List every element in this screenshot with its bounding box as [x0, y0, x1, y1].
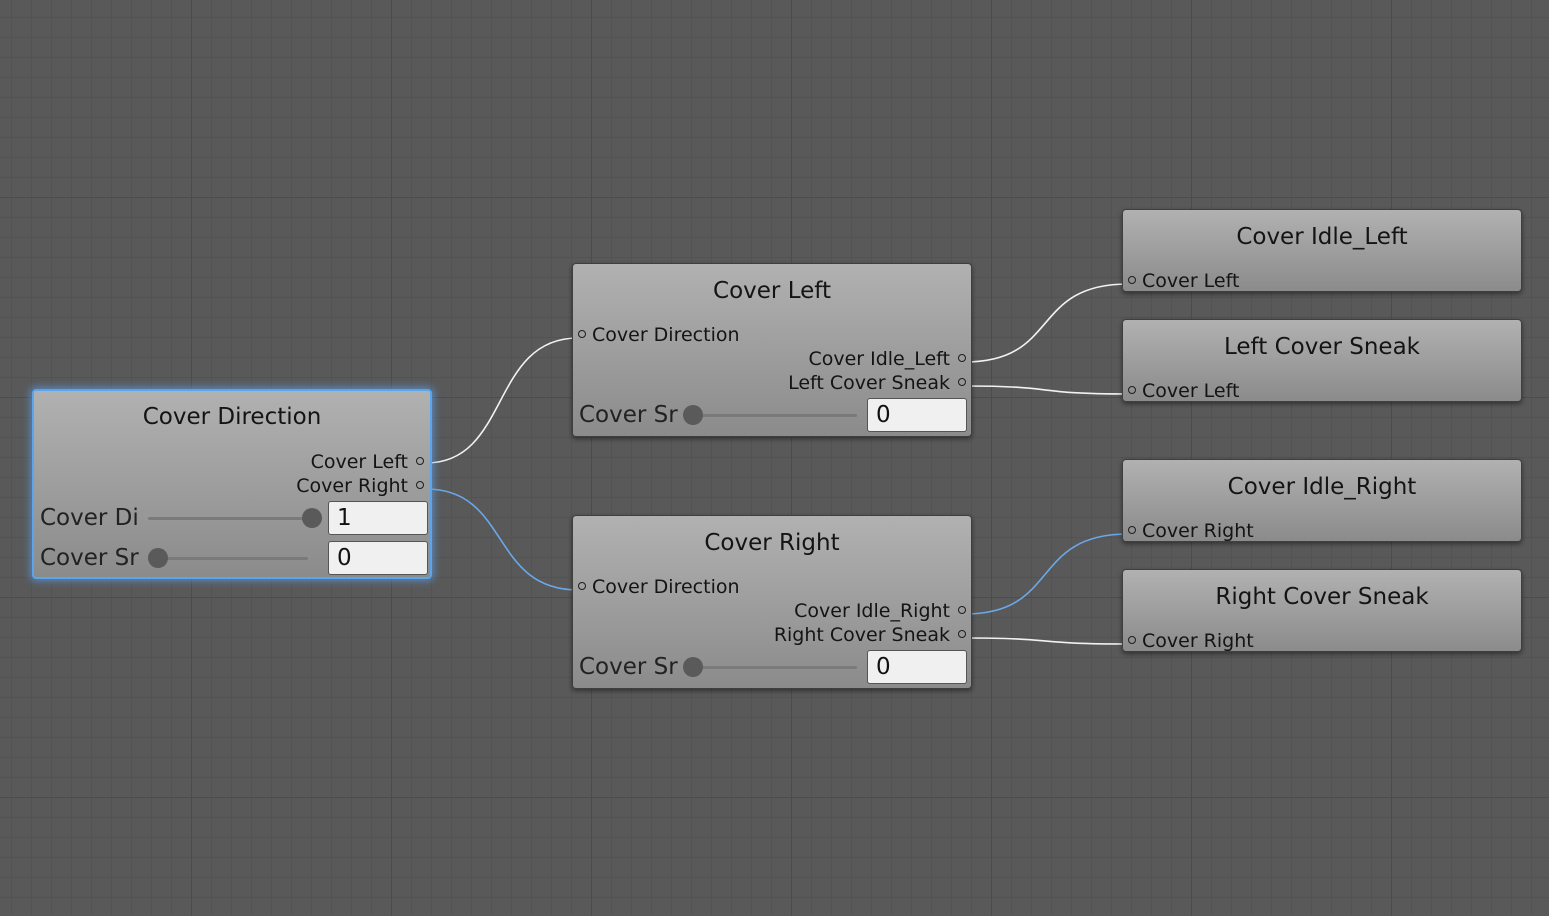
output-port-right-cover-sneak[interactable]: Right Cover Sneak	[774, 624, 966, 646]
port-dot-icon[interactable]	[416, 480, 424, 489]
param-label: Cover Sr	[579, 654, 678, 680]
slider-knob[interactable]	[302, 508, 322, 528]
param-row-cover-di: Cover Di 1	[40, 501, 430, 535]
node-cover-left[interactable]: Cover Left Cover Direction Cover Idle_Le…	[572, 263, 972, 437]
port-dot-icon[interactable]	[1128, 385, 1136, 394]
slider-track[interactable]	[687, 666, 857, 669]
wire-cover-right[interactable]	[425, 488, 579, 591]
port-dot-icon[interactable]	[958, 629, 966, 638]
param-row-cover-sr: Cover Sr 0	[579, 650, 969, 684]
port-dot-icon[interactable]	[416, 456, 424, 465]
wire-cover-idle-right[interactable]	[964, 533, 1129, 615]
node-title: Cover Idle_Right	[1227, 474, 1417, 500]
port-label: Cover Right	[1142, 630, 1254, 652]
param-label: Cover Di	[40, 505, 139, 531]
output-port-left-cover-sneak[interactable]: Left Cover Sneak	[788, 372, 966, 394]
node-title: Cover Right	[704, 530, 840, 556]
slider-track[interactable]	[687, 414, 857, 417]
port-dot-icon[interactable]	[578, 329, 586, 338]
input-port-cover-left[interactable]: Cover Left	[1128, 380, 1239, 402]
value-field[interactable]: 0	[328, 541, 428, 575]
node-cover-right[interactable]: Cover Right Cover Direction Cover Idle_R…	[572, 515, 972, 689]
port-label: Cover Idle_Left	[808, 348, 950, 370]
port-dot-icon[interactable]	[1128, 635, 1136, 644]
port-label: Left Cover Sneak	[788, 372, 950, 394]
node-cover-idle-left[interactable]: Cover Idle_Left Cover Left	[1122, 209, 1522, 292]
slider-knob[interactable]	[683, 657, 703, 677]
node-cover-direction[interactable]: Cover Direction Cover Left Cover Right C…	[32, 389, 432, 579]
wire-cover-left[interactable]	[425, 337, 579, 464]
slider-knob[interactable]	[683, 405, 703, 425]
wire-right-cover-sneak[interactable]	[964, 637, 1129, 645]
port-label: Cover Left	[310, 451, 408, 473]
input-port-cover-direction[interactable]: Cover Direction	[578, 576, 740, 598]
output-port-cover-left[interactable]: Cover Left	[311, 451, 424, 473]
wire-cover-idle-left[interactable]	[964, 283, 1129, 363]
node-title: Cover Direction	[142, 404, 322, 430]
output-port-cover-right[interactable]: Cover Right	[296, 475, 424, 497]
wire-left-cover-sneak[interactable]	[964, 385, 1129, 395]
port-dot-icon[interactable]	[1128, 525, 1136, 534]
port-label: Cover Idle_Right	[794, 600, 950, 622]
slider-knob[interactable]	[148, 548, 168, 568]
value-field[interactable]: 1	[328, 501, 428, 535]
node-left-cover-sneak[interactable]: Left Cover Sneak Cover Left	[1122, 319, 1522, 402]
param-label: Cover Sr	[579, 402, 678, 428]
port-dot-icon[interactable]	[578, 581, 586, 590]
value-field[interactable]: 0	[867, 398, 967, 432]
node-title: Left Cover Sneak	[1224, 334, 1420, 360]
port-dot-icon[interactable]	[958, 377, 966, 386]
port-label: Cover Left	[1142, 380, 1240, 402]
port-dot-icon[interactable]	[1128, 275, 1136, 284]
input-port-cover-right[interactable]: Cover Right	[1128, 630, 1254, 652]
param-row-cover-sr: Cover Sr 0	[40, 541, 430, 575]
node-title: Right Cover Sneak	[1215, 584, 1429, 610]
port-dot-icon[interactable]	[958, 353, 966, 362]
node-right-cover-sneak[interactable]: Right Cover Sneak Cover Right	[1122, 569, 1522, 652]
port-label: Cover Direction	[592, 324, 740, 346]
port-label: Cover Direction	[592, 576, 740, 598]
param-row-cover-sr: Cover Sr 0	[579, 398, 969, 432]
port-label: Cover Right	[1142, 520, 1254, 542]
output-port-cover-idle-left[interactable]: Cover Idle_Left	[808, 348, 966, 370]
node-title: Cover Idle_Left	[1236, 224, 1408, 250]
value-field[interactable]: 0	[867, 650, 967, 684]
node-cover-idle-right[interactable]: Cover Idle_Right Cover Right	[1122, 459, 1522, 542]
slider-track[interactable]	[148, 557, 308, 560]
port-label: Cover Left	[1142, 270, 1240, 292]
input-port-cover-direction[interactable]: Cover Direction	[578, 324, 740, 346]
port-dot-icon[interactable]	[958, 605, 966, 614]
input-port-cover-right[interactable]: Cover Right	[1128, 520, 1254, 542]
output-port-cover-idle-right[interactable]: Cover Idle_Right	[794, 600, 966, 622]
node-title: Cover Left	[713, 278, 831, 304]
input-port-cover-left[interactable]: Cover Left	[1128, 270, 1239, 292]
param-label: Cover Sr	[40, 545, 139, 571]
port-label: Right Cover Sneak	[773, 624, 950, 646]
slider-track[interactable]	[148, 517, 308, 520]
port-label: Cover Right	[296, 475, 408, 497]
